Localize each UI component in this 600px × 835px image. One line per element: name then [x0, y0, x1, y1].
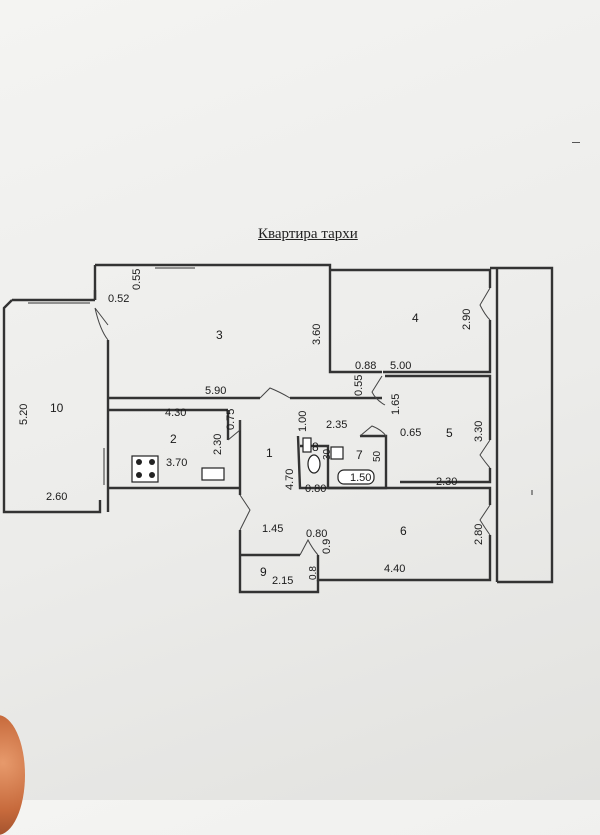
- room-label-5: 5: [446, 426, 453, 440]
- dim-0-88: 0.88: [355, 360, 376, 372]
- door-5-left: [371, 375, 386, 406]
- room-5-walls: [385, 374, 492, 484]
- door-1: [239, 494, 251, 531]
- dim-0-9: 0.9: [321, 539, 333, 554]
- dim-0-65: 0.65: [400, 427, 421, 439]
- dim-3-70: 3.70: [166, 457, 187, 469]
- inner-wall-3-2: [106, 340, 382, 410]
- room-label-2: 2: [170, 432, 177, 446]
- dim-2-30-h: 2.30: [436, 476, 457, 488]
- dim-50: 50: [372, 450, 383, 462]
- door-bath: [359, 425, 387, 437]
- dim-5-20: 5.20: [18, 404, 30, 425]
- room-4-walls: [330, 268, 492, 374]
- dim-30: 30: [322, 448, 333, 460]
- corner-mark: [572, 142, 580, 143]
- sink-7: [330, 446, 344, 460]
- dim-5-90: 5.90: [205, 385, 226, 397]
- dim-5-00: 5.00: [390, 360, 411, 372]
- door-4: [479, 287, 491, 321]
- dim-2-90: 2.90: [461, 309, 473, 330]
- dim-0-55-mid: 0.55: [353, 375, 365, 396]
- dim-0-75: 0.75: [225, 409, 237, 430]
- stove-icon: [131, 455, 159, 483]
- door-6: [479, 504, 491, 536]
- dim-1-50: 1.50: [350, 472, 371, 484]
- room-label-6: 6: [400, 524, 407, 538]
- door-3: [259, 387, 291, 399]
- toilet: [307, 454, 321, 474]
- right-column-walls: [490, 266, 554, 584]
- page-title: Квартира тархи: [258, 226, 358, 242]
- bathtub: [337, 469, 375, 485]
- room-3-walls: [93, 263, 382, 374]
- dim-1-65: 1.65: [390, 394, 402, 415]
- dim-3-60: 3.60: [311, 324, 323, 345]
- dim-2-80: 2.80: [473, 524, 485, 545]
- door-10: [94, 307, 109, 341]
- dim-0-55-top: 0.55: [131, 269, 143, 290]
- room-label-8: 8: [312, 440, 319, 454]
- dim-0-52: 0.52: [108, 293, 129, 305]
- room-labels: 10 3 4 2 1 8 7 5 6 9: [50, 311, 453, 579]
- room-6-walls: [316, 486, 492, 582]
- dim-2-30-v: 2.30: [212, 434, 224, 455]
- dim-4-40: 4.40: [384, 563, 405, 575]
- walls: [2, 263, 554, 594]
- floor-plan: 10 3 4 2 1 8 7 5 6 9 0.55 0.52 3.60 2.90…: [2, 263, 554, 594]
- room-label-1: 1: [266, 446, 273, 460]
- door-9: [299, 538, 319, 556]
- dimension-labels: 0.55 0.52 3.60 2.90 0.88 5.00 0.55 5.90 …: [18, 269, 485, 587]
- door-2: [227, 420, 241, 441]
- dim-1-45: 1.45: [262, 523, 283, 535]
- room-1-walls: [238, 420, 320, 594]
- room-label-9: 9: [260, 565, 267, 579]
- dim-4-70: 4.70: [284, 469, 296, 490]
- room-label-4: 4: [412, 311, 419, 325]
- dim-2-35: 2.35: [326, 419, 347, 431]
- dim-2-15: 2.15: [272, 575, 293, 587]
- dim-2-60: 2.60: [46, 491, 67, 503]
- room-label-3: 3: [216, 328, 223, 342]
- kitchen-sink: [201, 467, 225, 481]
- room-2-walls: [106, 408, 240, 512]
- room-label-7: 7: [356, 448, 363, 462]
- dim-1-00: 1.00: [297, 411, 309, 432]
- dim-4-30: 4.30: [165, 407, 186, 419]
- dim-3-30: 3.30: [473, 421, 485, 442]
- door-5-right: [479, 439, 491, 469]
- dim-0-80-a: 0.80: [305, 483, 326, 495]
- dim-0-80-b: 0.80: [306, 528, 327, 540]
- sink-8: [302, 437, 312, 453]
- dim-0-8: 0.8: [308, 566, 319, 580]
- room-label-10: 10: [50, 401, 64, 415]
